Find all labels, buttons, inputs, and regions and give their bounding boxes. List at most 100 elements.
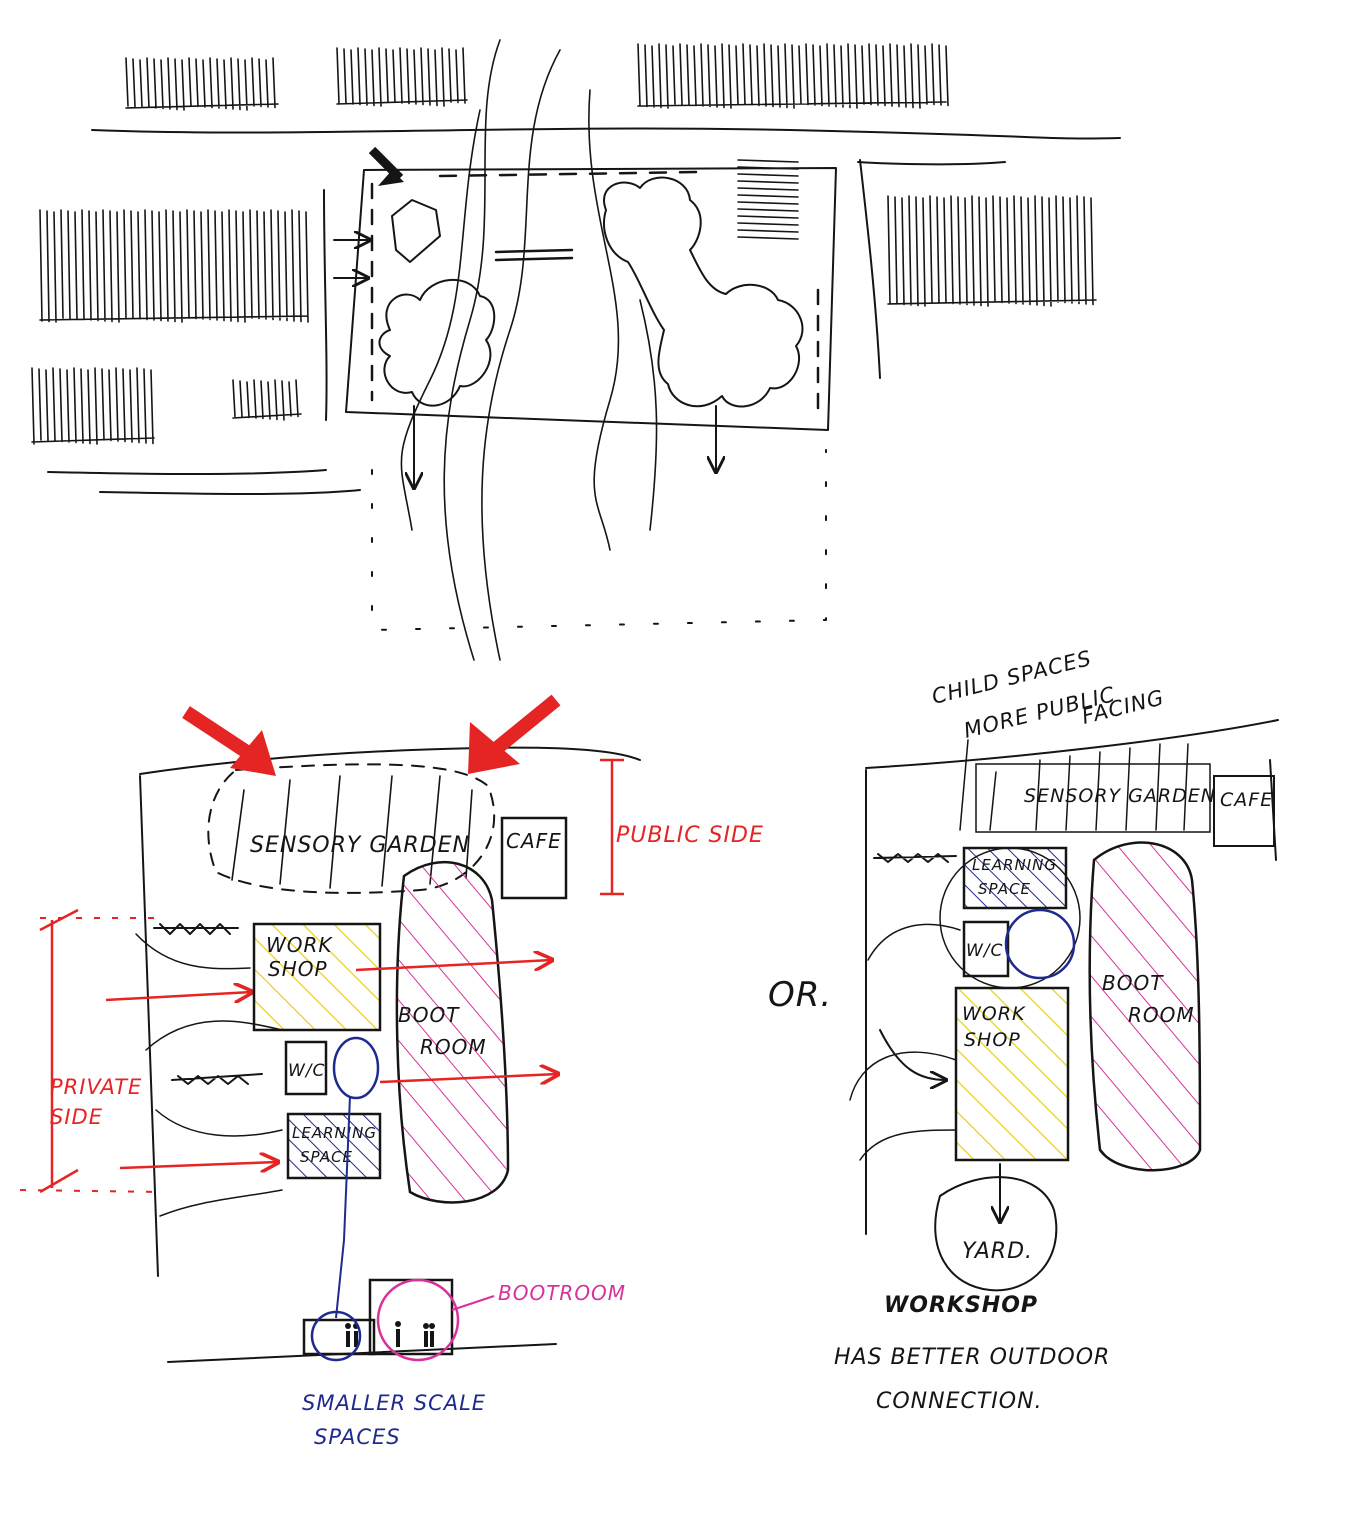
- bootroom-circle: [376, 1278, 460, 1362]
- building-existing-small: [391, 199, 441, 263]
- person-figure-icon: [345, 1321, 435, 1347]
- option-a-plan: SENSORY GARDEN CAFE PUBLIC SIDE PRIVATE …: [19, 694, 764, 1449]
- circulation-circle: [332, 1036, 380, 1100]
- footbridge: [494, 248, 574, 262]
- scale-connector-line: [335, 1095, 351, 1319]
- circulation-circle: [1004, 908, 1076, 980]
- hatch-strokes: [336, 47, 468, 107]
- sensory-garden-planting: [989, 743, 1189, 831]
- sensory-garden-planting: [231, 775, 473, 889]
- bench-icon: [171, 1073, 263, 1085]
- tree-canopy-icon: [378, 279, 496, 407]
- private-side-label-2: SIDE: [50, 1105, 103, 1129]
- workshop-room: [954, 986, 1070, 1162]
- site-boundary-dashed-north: [438, 170, 702, 178]
- sensory-garden-strip: [975, 763, 1211, 833]
- private-side-dashed: [19, 917, 161, 1193]
- workshop-note-3: CONNECTION.: [876, 1389, 1043, 1414]
- site-edge-north: [139, 746, 641, 775]
- smaller-scale-circle: [310, 1310, 362, 1362]
- outdoor-arrow-1: [355, 960, 552, 972]
- sensory-garden-label: SENSORY GARDEN: [250, 833, 470, 858]
- hatch-strokes: [39, 209, 309, 323]
- hatch-strokes: [125, 57, 279, 111]
- yard-label: YARD.: [962, 1239, 1033, 1264]
- bootroom-leader: [451, 1295, 495, 1311]
- public-entry-arrow-head: [468, 722, 520, 774]
- hatch-strokes: [637, 43, 949, 109]
- hatch-strokes: [232, 379, 302, 421]
- site-edge-west: [139, 775, 159, 1277]
- smaller-scale-label-2: SPACES: [314, 1425, 401, 1449]
- learning-space-label-1: LEARNING: [972, 856, 1057, 874]
- private-side-label-1: PRIVATE: [50, 1075, 142, 1099]
- workshop-label-2: SHOP: [964, 1029, 1021, 1051]
- site-edge-north: [865, 719, 1279, 769]
- building-hatching: [31, 43, 1097, 445]
- hatch-strokes: [887, 195, 1097, 307]
- building-block-site-small: [738, 160, 798, 238]
- public-side-label: PUBLIC SIDE: [616, 823, 764, 848]
- hatch-strokes: [737, 159, 799, 240]
- learning-space-label-2: SPACE: [300, 1148, 353, 1166]
- road-line-west: [323, 189, 328, 421]
- road-line-south: [47, 469, 327, 475]
- sensory-garden-label: SENSORY GARDEN: [1024, 785, 1216, 807]
- wc-label: W/C: [966, 941, 1003, 961]
- wc-room: [284, 1040, 328, 1096]
- tree-canopy-icon: [603, 176, 804, 408]
- workshop-label-1: WORK: [266, 933, 333, 957]
- public-entry-arrow-head: [230, 730, 276, 776]
- boot-room-label-1: BOOT: [1102, 971, 1164, 995]
- bench-icon: [873, 853, 957, 863]
- road-line-east: [859, 159, 881, 379]
- road-line-south-2: [99, 489, 361, 495]
- road-line-north: [91, 127, 1121, 140]
- smaller-scale-label-1: SMALLER SCALE: [302, 1391, 486, 1415]
- contour-lines: [400, 39, 658, 661]
- hatch-strokes: [31, 367, 155, 445]
- workshop-note-1: WORKSHOP: [884, 1293, 1038, 1318]
- private-entry-arrow-2: [119, 1162, 278, 1168]
- entrance-arrow-head: [378, 170, 404, 186]
- site-boundary: [345, 167, 837, 431]
- bootroom-note: BOOTROOM: [498, 1281, 626, 1305]
- cafe-block: [500, 816, 568, 900]
- workshop-label-1: WORK: [962, 1003, 1026, 1025]
- cafe-label: CAFE: [1220, 789, 1273, 811]
- road-line-north-2: [857, 161, 1006, 166]
- learning-space-room: [286, 1112, 382, 1180]
- yard-area: [934, 1176, 1058, 1292]
- workshop-room: [252, 922, 382, 1032]
- boot-room: [1088, 841, 1202, 1172]
- boot-room-label-2: ROOM: [420, 1035, 487, 1059]
- learning-space-label-2: SPACE: [978, 880, 1031, 898]
- learning-space-label-1: LEARNING: [292, 1124, 377, 1142]
- boot-room-label-1: BOOT: [398, 1003, 460, 1027]
- note-leader: [959, 739, 969, 831]
- private-side-bracket: [39, 908, 79, 1194]
- site-extension-dotted: [371, 449, 827, 631]
- boot-room-label-2: ROOM: [1128, 1003, 1195, 1027]
- option-b-plan: CHILD SPACES MORE PUBLIC FACING SENSORY …: [834, 646, 1279, 1414]
- workshop-label-2: SHOP: [268, 957, 328, 981]
- garden-paths: [849, 923, 961, 1161]
- private-entry-arrow-1: [105, 992, 252, 1000]
- bench-icon: [153, 923, 239, 935]
- entry-arrow: [879, 1029, 946, 1080]
- elevation-small-block: [302, 1318, 376, 1356]
- workshop-note-2: HAS BETTER OUTDOOR: [834, 1345, 1110, 1370]
- wc-label: W/C: [288, 1061, 325, 1081]
- wc-room: [962, 920, 1010, 978]
- learning-space-room: [962, 846, 1068, 910]
- building-block-left-bottom: [32, 368, 154, 442]
- elevation-large-block: [368, 1278, 454, 1356]
- outdoor-arrow-2: [379, 1074, 558, 1082]
- boot-room: [395, 860, 510, 1204]
- public-side-bracket: [600, 758, 624, 896]
- entrance-arrow-icon: [368, 146, 404, 182]
- cafe-block: [1213, 775, 1275, 847]
- site-plan: [31, 39, 1121, 661]
- or-label: OR.: [768, 975, 832, 1015]
